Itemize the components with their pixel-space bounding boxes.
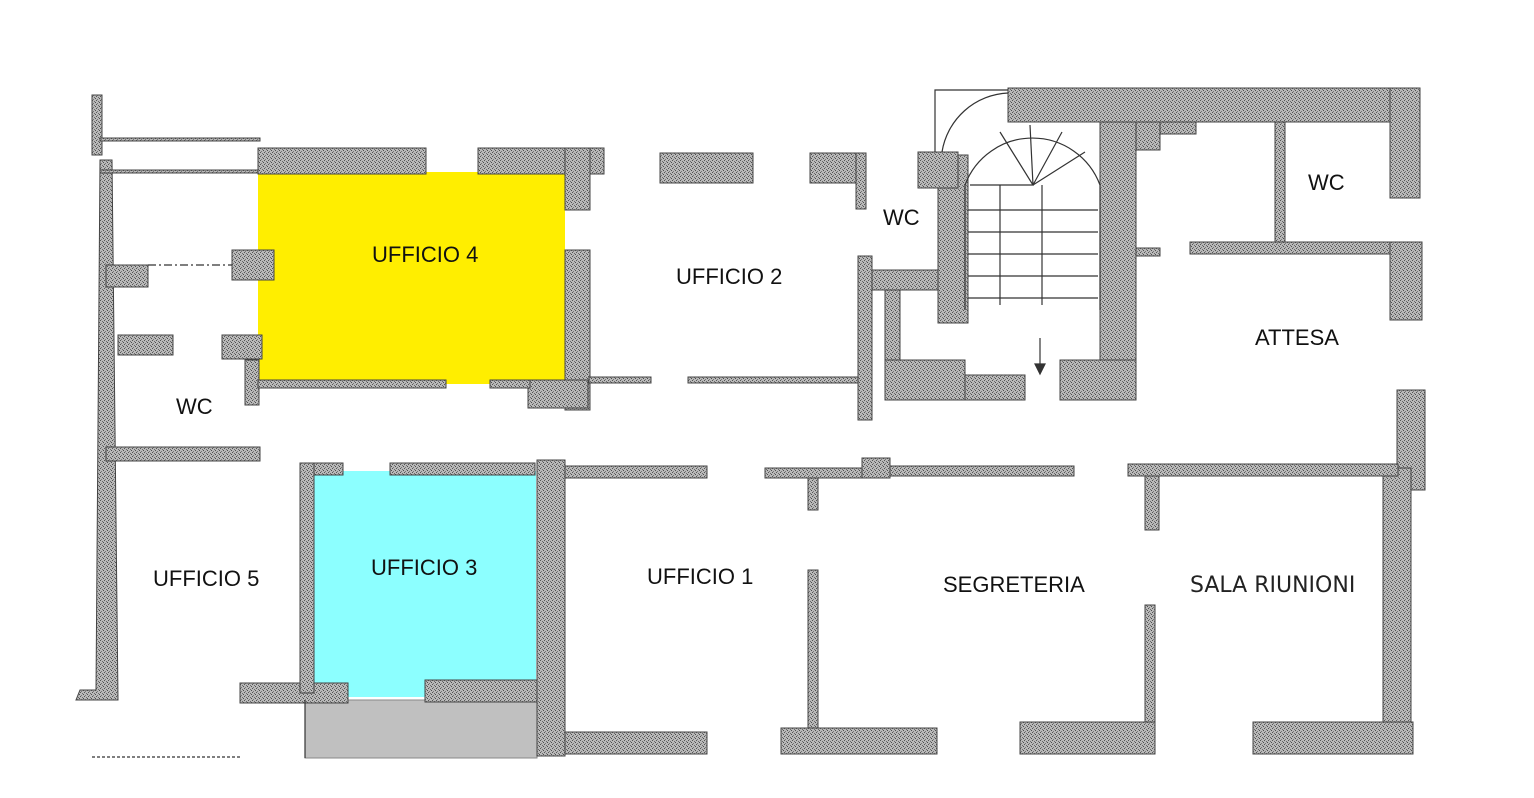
room-label-ufficio-2: UFFICIO 2	[676, 264, 782, 289]
room-label-ufficio-3: UFFICIO 3	[371, 555, 477, 580]
room-label-ufficio-1: UFFICIO 1	[647, 564, 753, 589]
room-label-attesa: ATTESA	[1255, 325, 1339, 350]
room-label-ufficio-4: UFFICIO 4	[372, 242, 478, 267]
staircase	[934, 89, 1101, 376]
room-label-segreteria: SEGRETERIA	[943, 572, 1085, 597]
balcony-fill	[304, 699, 538, 759]
misc-lines	[92, 264, 306, 758]
walls	[75, 87, 1426, 757]
ufficio-4-fill	[258, 172, 565, 384]
room-label-wc-center: WC	[883, 205, 920, 230]
room-label-wc-right: WC	[1308, 170, 1345, 195]
room-label-wc-left: WC	[176, 394, 213, 419]
room-label-ufficio-5: UFFICIO 5	[153, 566, 259, 591]
ufficio-3-fill	[314, 471, 536, 697]
room-label-sala-riunioni: SALA RIUNIONI	[1190, 573, 1355, 598]
